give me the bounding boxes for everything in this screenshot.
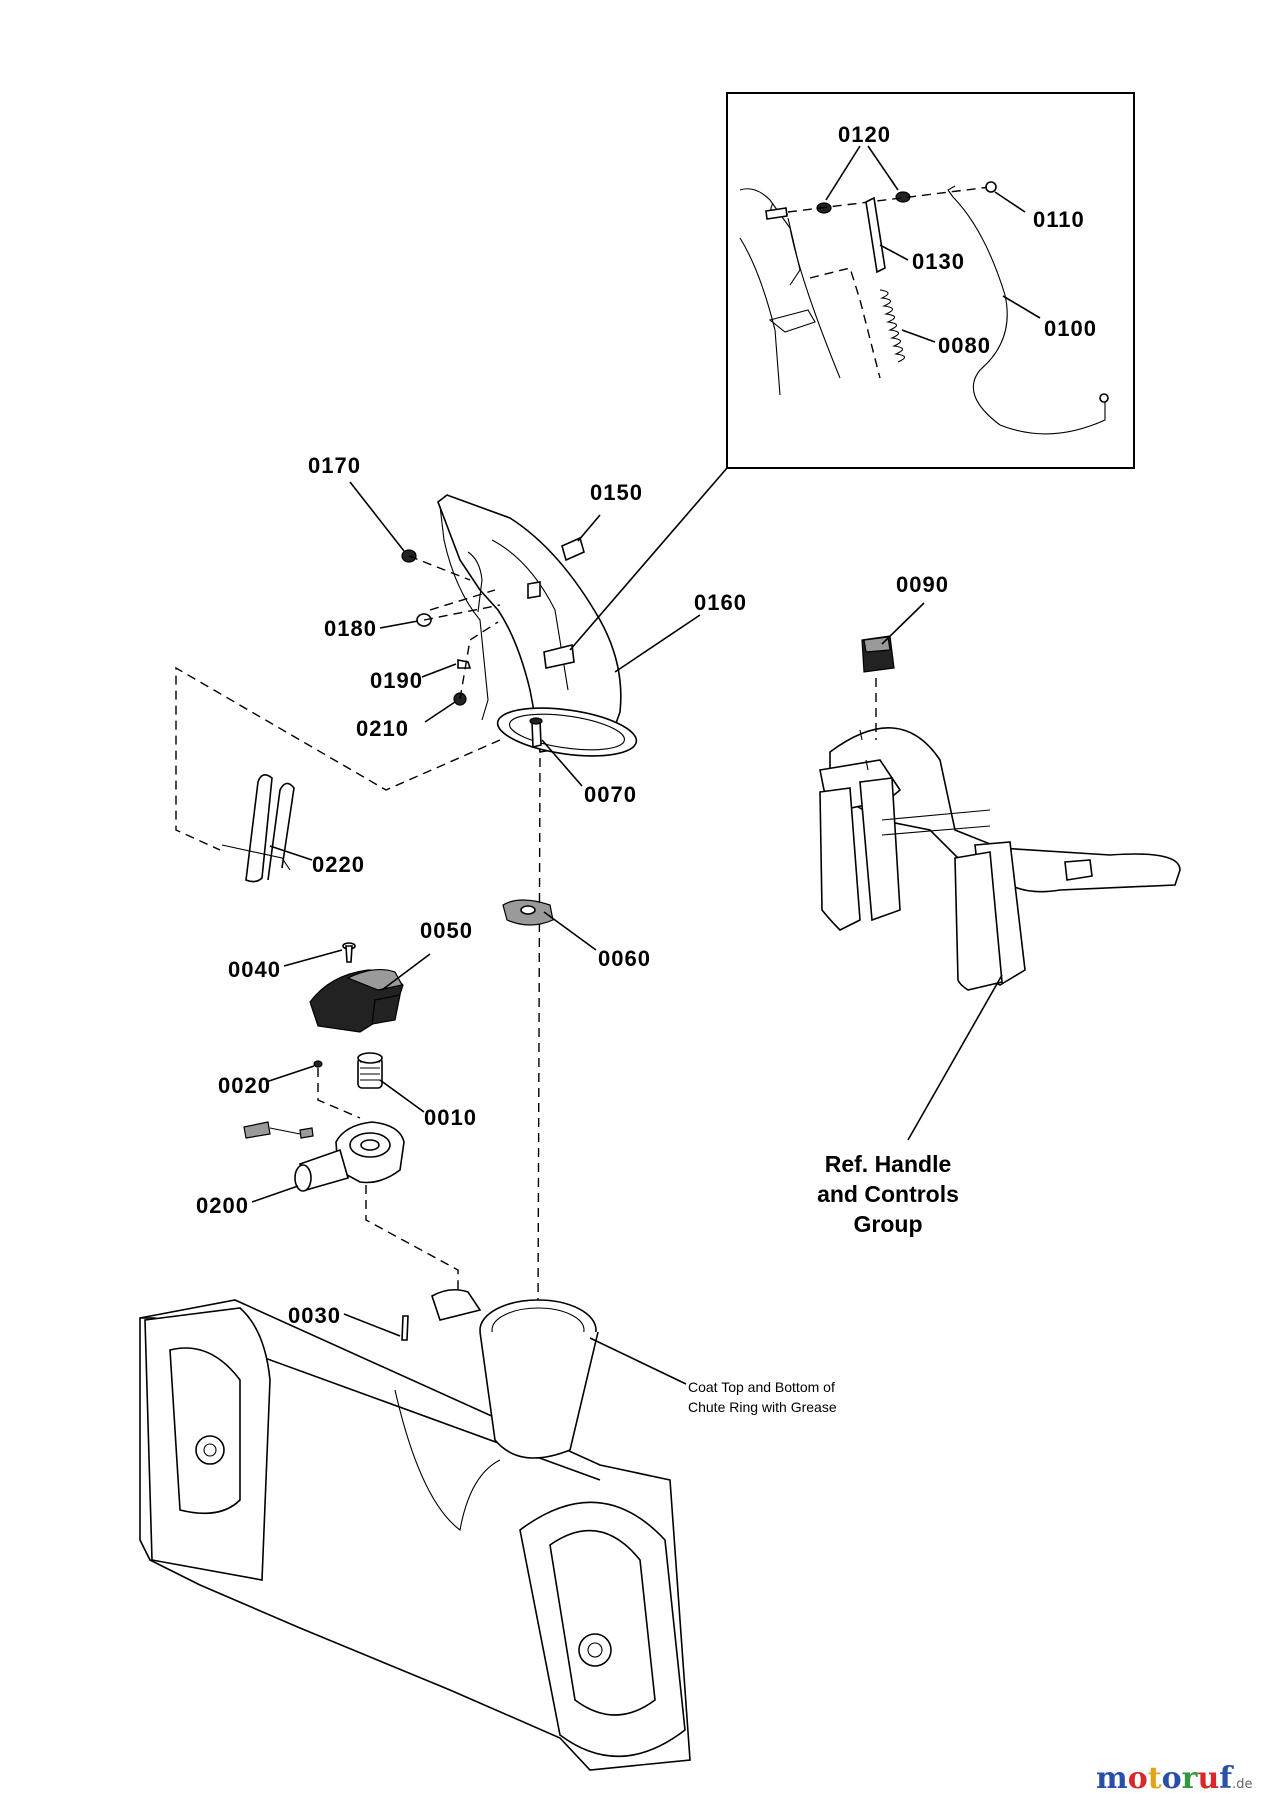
wm-f: f	[1219, 1761, 1234, 1796]
motor-0200	[243, 1121, 405, 1192]
label-0190: 0190	[370, 668, 423, 693]
grease-note-line1: Coat Top and Bottom of	[688, 1379, 835, 1395]
label-0040: 0040	[228, 957, 281, 982]
label-0180: 0180	[324, 616, 377, 641]
label-0010: 0010	[424, 1105, 477, 1130]
lever-0130	[865, 196, 886, 274]
label-0030: 0030	[288, 1303, 341, 1328]
auger-housing	[139, 1288, 691, 1771]
gear-0010	[357, 1052, 383, 1089]
screw-0020	[313, 1060, 323, 1068]
label-0020: 0020	[218, 1073, 271, 1098]
label-0070: 0070	[584, 782, 637, 807]
label-0110: 0110	[1033, 207, 1085, 232]
decal-0150	[561, 536, 585, 562]
label-0060: 0060	[598, 946, 651, 971]
wm-o2: o	[1162, 1761, 1182, 1796]
cable-0100	[952, 196, 1106, 435]
wm-suffix: .de	[1232, 1777, 1252, 1792]
rod-0220	[221, 774, 295, 883]
label-0080: 0080	[938, 333, 991, 358]
label-0150: 0150	[590, 480, 643, 505]
motor-cover-0050	[309, 968, 404, 1033]
label-0160: 0160	[694, 590, 747, 615]
wm-t: t	[1148, 1761, 1162, 1796]
switch-0090	[861, 635, 895, 673]
handle-reference-note: Ref. Handle and Controls Group	[817, 1151, 959, 1237]
chute-body-0160	[437, 494, 622, 753]
ref-note-line2: and Controls	[817, 1181, 959, 1207]
label-0100: 0100	[1044, 316, 1097, 341]
wm-m: m	[1096, 1761, 1128, 1796]
wm-u: u	[1197, 1761, 1219, 1796]
wm-o1: o	[1128, 1761, 1148, 1796]
clip-0110	[985, 181, 997, 193]
inset-detail	[726, 92, 1135, 469]
leader-lines	[251, 145, 1041, 1385]
handle-assembly	[819, 727, 1181, 991]
chute-assembly	[401, 494, 638, 757]
bolt-0030	[401, 1315, 409, 1341]
label-0050: 0050	[420, 918, 473, 943]
wm-r: r	[1182, 1761, 1199, 1796]
label-0170: 0170	[308, 453, 361, 478]
inset-frame	[726, 92, 1135, 469]
label-0120: 0120	[838, 122, 891, 147]
label-0200: 0200	[196, 1193, 249, 1218]
motoruf-watermark: motoruf.de	[1096, 1761, 1253, 1796]
label-0130: 0130	[912, 249, 965, 274]
ref-note-line3: Group	[854, 1211, 923, 1237]
screw-0040	[342, 942, 356, 963]
label-0220: 0220	[312, 852, 365, 877]
grease-note: Coat Top and Bottom of Chute Ring with G…	[688, 1379, 837, 1415]
grease-note-line2: Chute Ring with Grease	[688, 1399, 837, 1415]
part-labels: 0120 0110 0130 0100 0080 0170 0150 0160 …	[196, 122, 1097, 1328]
label-0210: 0210	[356, 716, 409, 741]
spring-0080	[879, 289, 906, 363]
svg-text:motoruf.de: motoruf.de	[1096, 1761, 1253, 1796]
label-0090: 0090	[896, 572, 949, 597]
ref-note-line1: Ref. Handle	[825, 1151, 952, 1177]
pin-0190	[457, 659, 472, 669]
